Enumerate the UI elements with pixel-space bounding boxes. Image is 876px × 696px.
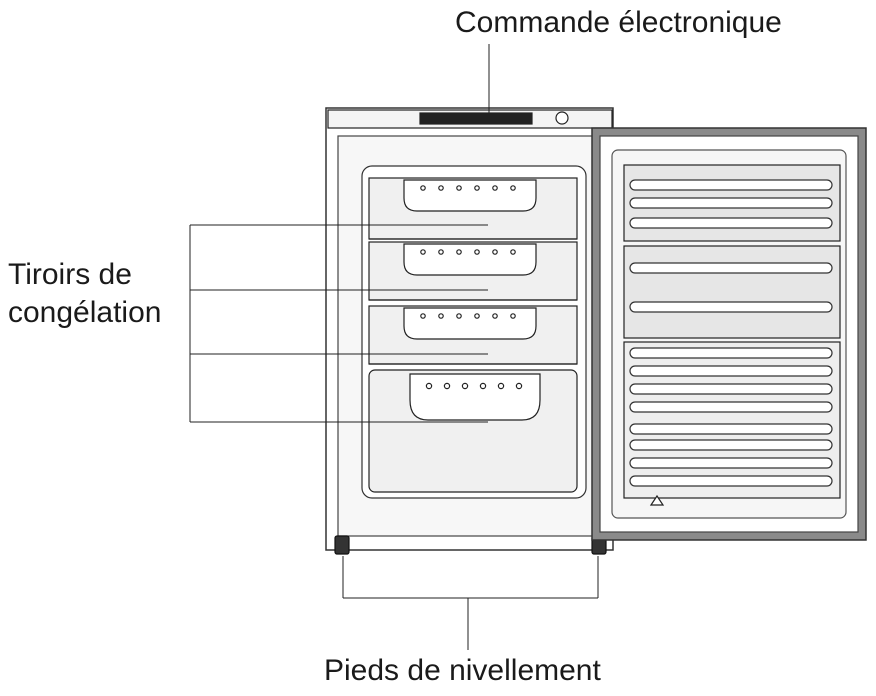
drawers-label: Tiroirs de congélation (8, 256, 161, 332)
control-label: Commande électronique (455, 6, 782, 39)
drawers-label-line2: congélation (8, 296, 162, 329)
feet-label: Pieds de nivellement (324, 654, 601, 687)
drawer-1 (368, 177, 578, 240)
door-shelves (629, 179, 833, 487)
drawer-2 (368, 241, 578, 301)
drawers-label-line1: Tiroirs de (8, 258, 132, 291)
recycle-icon (649, 494, 665, 506)
leader-lines (189, 44, 599, 650)
drawer-4 (368, 369, 578, 493)
drawer-3 (368, 305, 578, 365)
control-knob (555, 111, 569, 125)
control-panel (419, 112, 533, 125)
